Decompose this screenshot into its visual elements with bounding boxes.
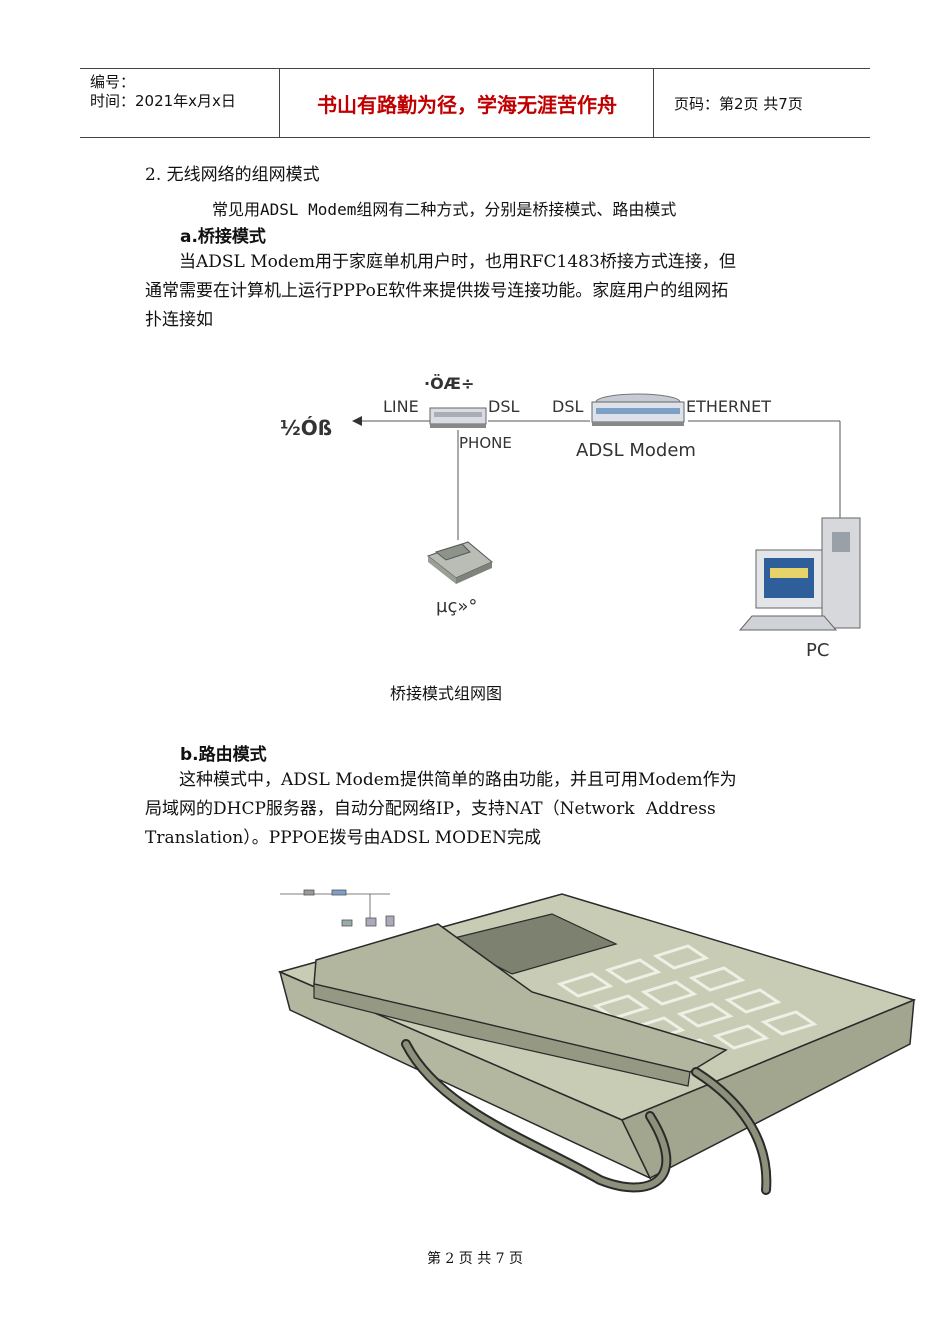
bridge-line-3: 扑连接如 <box>145 310 213 330</box>
pc-label: PC <box>806 640 830 661</box>
page-info-text: 页码：第2页 共7页 <box>674 94 803 113</box>
bridge-line-1: 当ADSL Modem用于家庭单机用户时，也用RFC1483桥接方式连接，但 <box>145 252 736 272</box>
dsl-port-label-left: DSL <box>488 397 520 416</box>
thumbnail-diagram <box>280 889 395 927</box>
bridge-paragraph: 当ADSL Modem用于家庭单机用户时，也用RFC1483桥接方式连接，但 通… <box>145 248 807 335</box>
router-paragraph: 这种模式中，ADSL Modem提供简单的路由功能，并且可用Modem作为 局域… <box>145 766 807 853</box>
pc-icon <box>738 517 861 631</box>
telephone-icon <box>426 541 493 584</box>
page-footer: 第 2 页 共 7 页 <box>426 1251 524 1267</box>
modem-label: ADSL Modem <box>576 440 696 461</box>
router-heading: b.路由模式 <box>180 745 267 765</box>
section-heading: 2. 无线网络的组网模式 <box>145 165 320 185</box>
bridge-heading: a.桥接模式 <box>180 227 266 247</box>
wall-jack-icon <box>352 416 362 426</box>
telephone-illustration <box>277 889 917 1195</box>
bridge-caption: 桥接模式组网图 <box>390 684 503 703</box>
wall-jack-label: ½Óß <box>280 416 333 440</box>
ethernet-label: ETHERNET <box>686 397 771 416</box>
header-page-info: 页码：第2页 共7页 <box>662 69 870 137</box>
bridge-line-2: 通常需要在计算机上运行PPPoE软件来提供拨号连接功能。家庭用户的组网拓 <box>145 281 729 301</box>
section-intro: 常见用ADSL Modem组网有二种方式，分别是桥接模式、路由模式 <box>212 200 677 219</box>
bridge-topology-diagram <box>352 393 861 631</box>
dsl-port-label-right: DSL <box>552 397 584 416</box>
router-line-3: Translation）。PPPOE拨号由ADSL MODEN完成 <box>145 828 541 848</box>
router-line-2: 局域网的DHCP服务器，自动分配网络IP，支持NAT（Network Addre… <box>145 799 716 819</box>
splitter-icon <box>429 407 487 428</box>
telephone-label: µç»° <box>436 596 478 617</box>
adsl-modem-icon <box>591 393 685 426</box>
header-motto: 书山有路勤为径，学海无涯苦作舟 <box>281 69 654 137</box>
id-label: 编号： <box>90 73 136 91</box>
line-port-label: LINE <box>383 397 419 416</box>
phone-port-label: PHONE <box>459 434 512 452</box>
router-line-1: 这种模式中，ADSL Modem提供简单的路由功能，并且可用Modem作为 <box>145 770 737 790</box>
date-label: 时间：2021年x月x日 <box>90 92 236 110</box>
header-meta: 编号： 时间：2021年x月x日 <box>80 69 280 137</box>
splitter-label: ·ÖÆ÷ <box>424 374 475 393</box>
page-header: 编号： 时间：2021年x月x日 书山有路勤为径，学海无涯苦作舟 页码：第2页 … <box>80 68 870 138</box>
